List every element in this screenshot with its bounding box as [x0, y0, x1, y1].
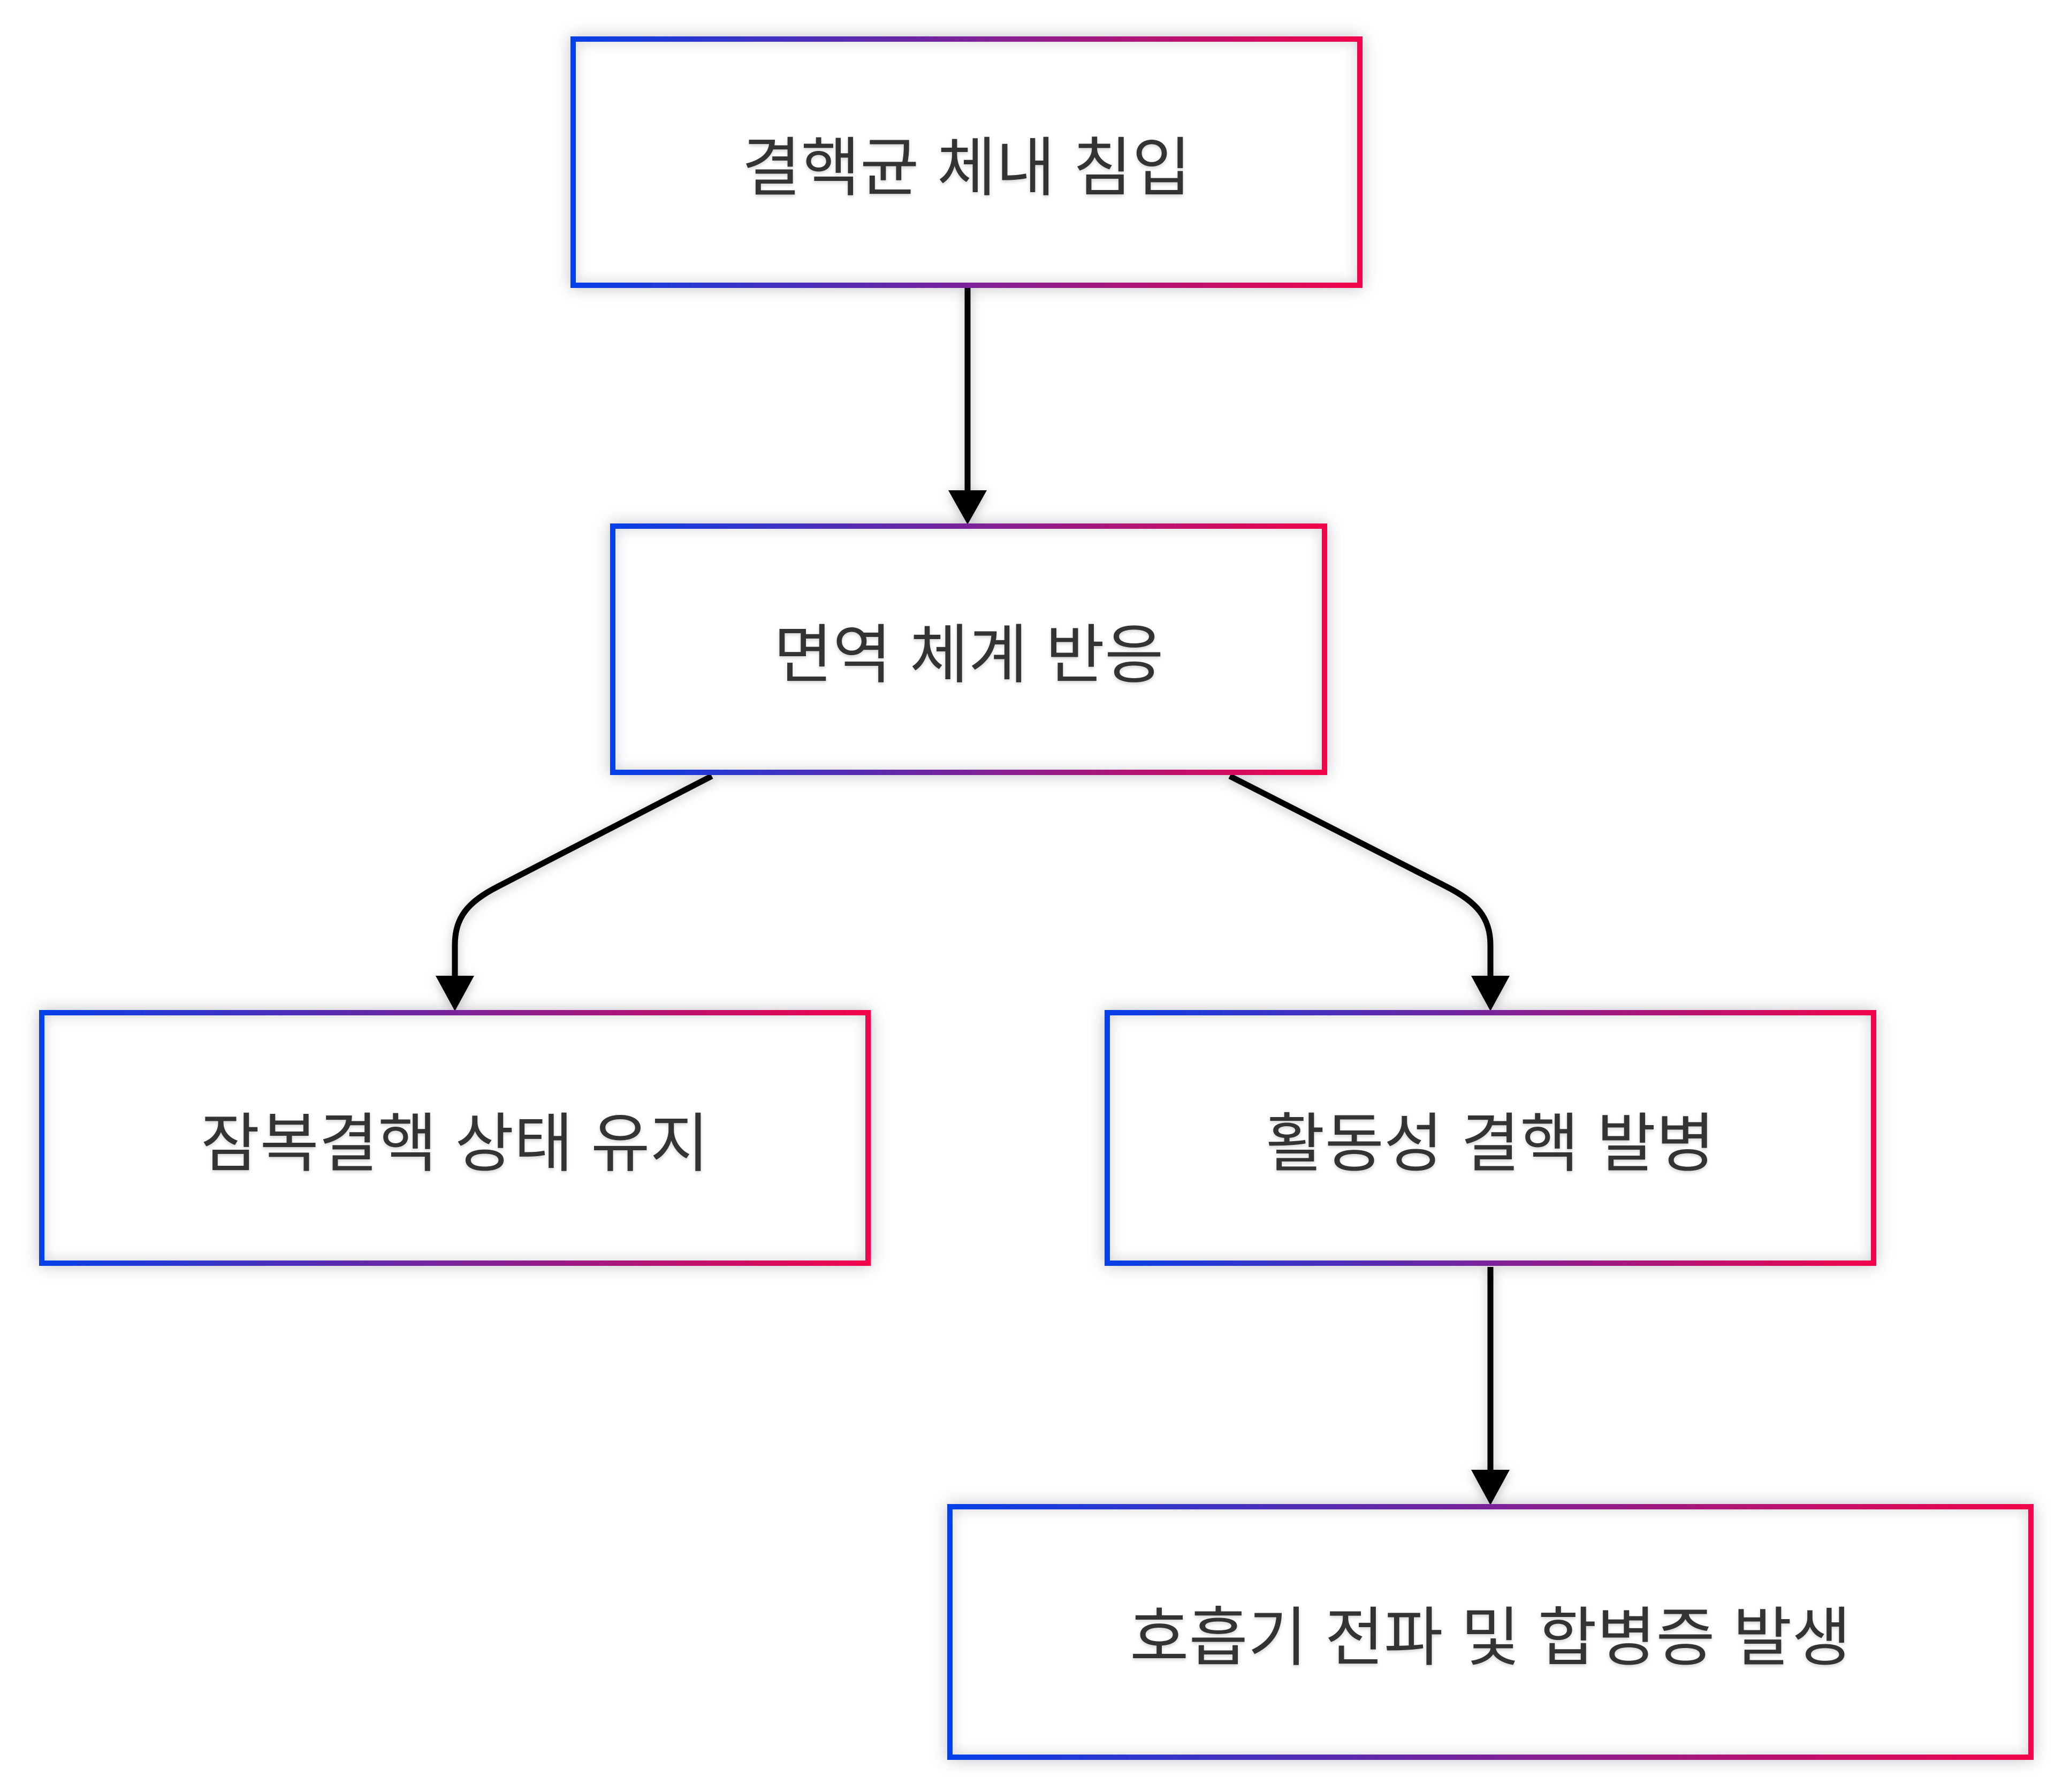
arrowhead-icon — [1471, 976, 1510, 1011]
edge-line-immune-active — [1228, 773, 1494, 977]
node-latent-inner: 잠복결핵 상태 유지 — [44, 1015, 865, 1261]
node-active-inner: 활동성 결핵 발병 — [1110, 1015, 1871, 1261]
arrowhead-icon — [436, 976, 474, 1011]
node-spread-inner: 호흡기 전파 및 합병증 발생 — [953, 1509, 2028, 1755]
node-invasion: 결핵균 체내 침입 — [570, 36, 1363, 288]
node-immune-label: 면역 체계 반응 — [773, 619, 1164, 691]
node-immune-inner: 면역 체계 반응 — [615, 529, 1322, 770]
node-spread-label: 호흡기 전파 및 합병증 발생 — [1130, 1602, 1851, 1674]
node-spread: 호흡기 전파 및 합병증 발생 — [947, 1504, 2034, 1760]
edge-active-to-spread — [1471, 1267, 1510, 1505]
arrowhead-icon — [948, 490, 987, 525]
node-active-label: 활동성 결핵 발병 — [1266, 1108, 1715, 1180]
edge-immune-to-latent — [436, 773, 713, 1011]
arrowhead-icon — [1471, 1470, 1510, 1505]
node-invasion-label: 결핵균 체내 침입 — [742, 132, 1191, 204]
node-immune: 면역 체계 반응 — [610, 523, 1327, 775]
edge-invasion-to-immune — [948, 286, 987, 525]
node-invasion-inner: 결핵균 체내 침입 — [576, 42, 1357, 283]
node-latent-label: 잠복결핵 상태 유지 — [201, 1108, 709, 1180]
node-active: 활동성 결핵 발병 — [1105, 1010, 1876, 1266]
edge-line-immune-latent — [452, 773, 713, 977]
node-latent: 잠복결핵 상태 유지 — [39, 1010, 871, 1266]
edge-immune-to-active — [1228, 773, 1510, 1011]
